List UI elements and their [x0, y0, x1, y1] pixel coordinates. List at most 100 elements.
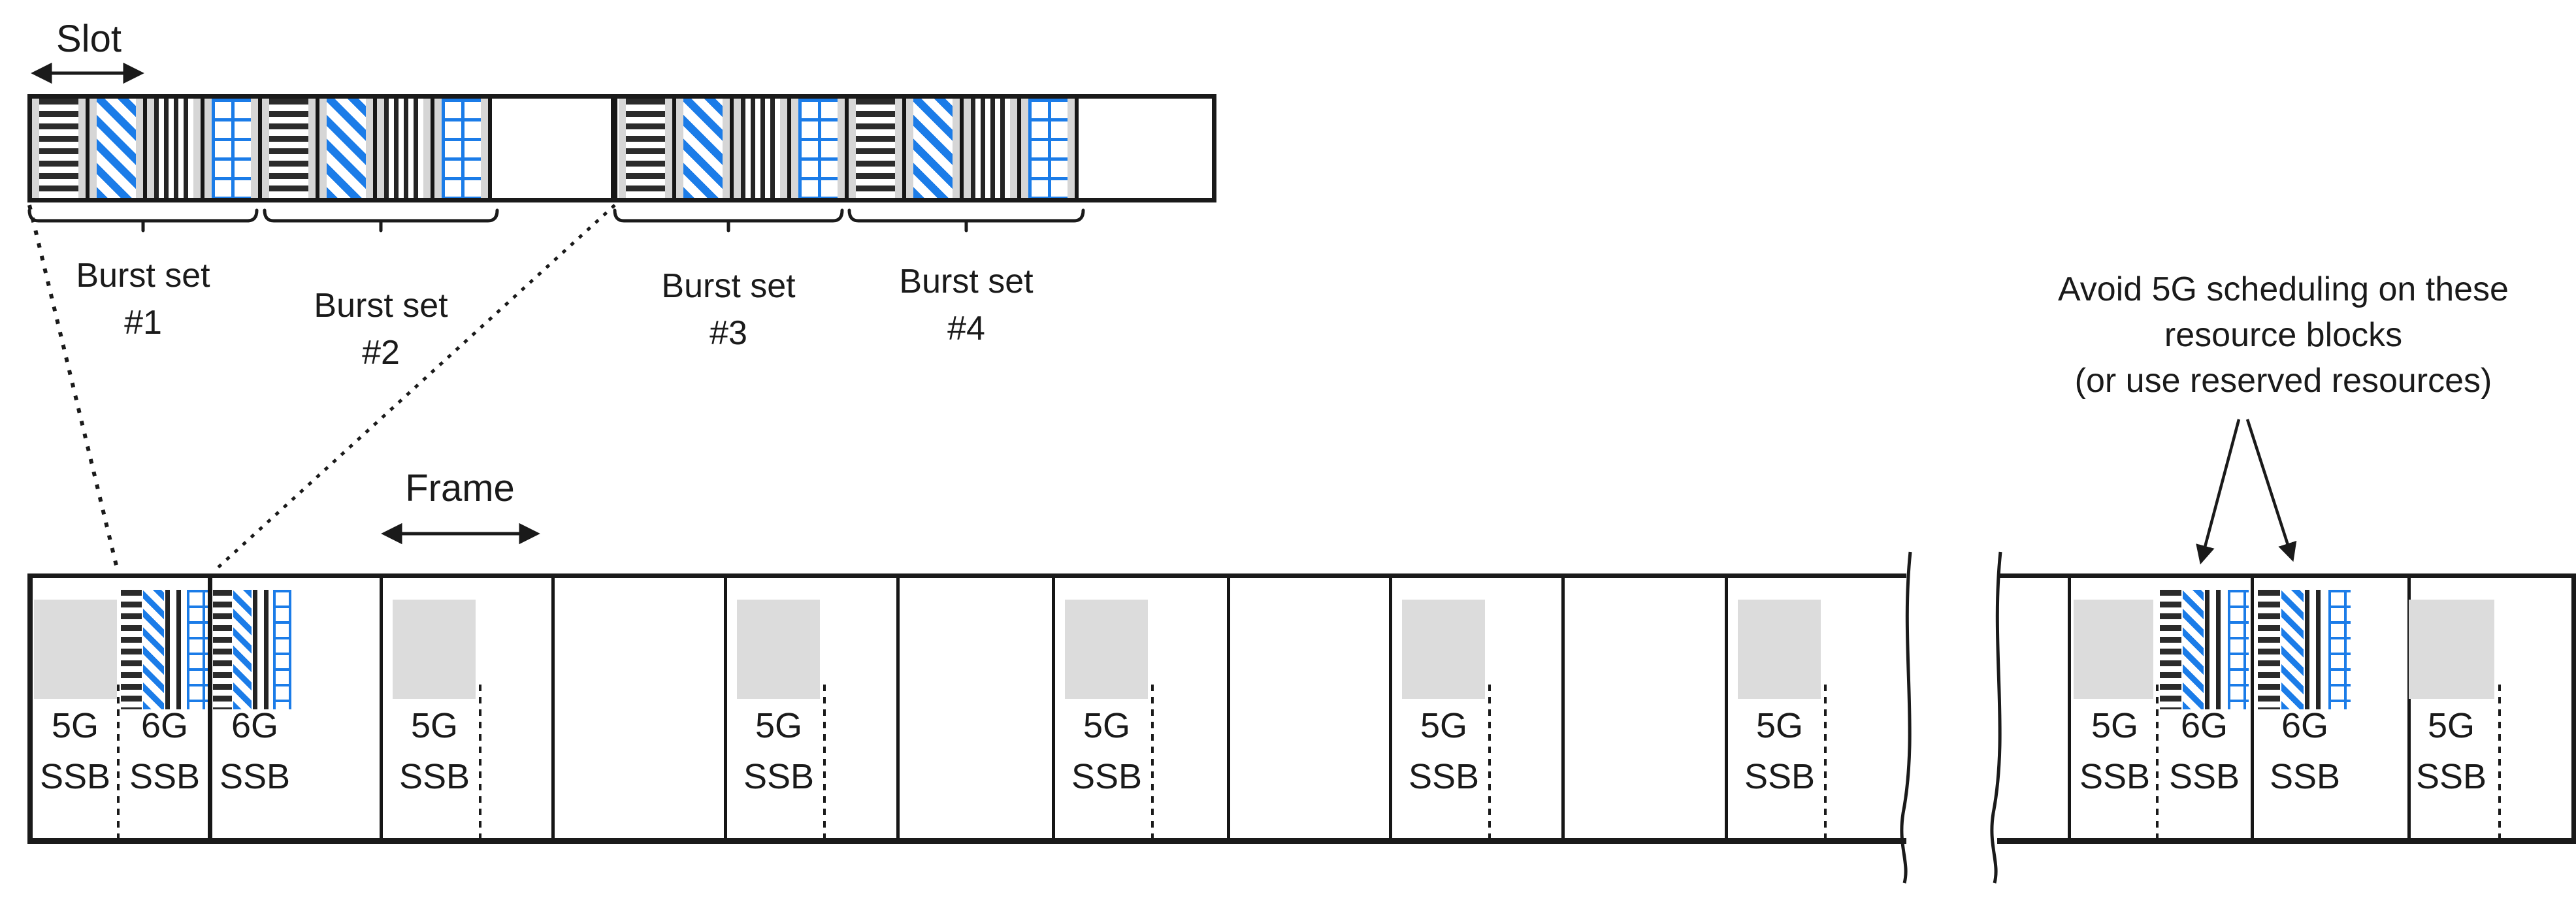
ssb-6g-pattern-block — [2258, 590, 2351, 709]
slot-separator — [960, 99, 964, 198]
ssb-5g-block — [393, 600, 476, 699]
burst-set-label-line1: Burst set — [899, 263, 1034, 300]
ssb-5g-block — [1402, 600, 1485, 699]
burst-set-label-line2: #4 — [947, 310, 985, 347]
slot-pattern-horizontal-stripes — [39, 99, 78, 198]
slot-separator — [488, 99, 492, 198]
burst-set-label-line1: Burst set — [76, 257, 210, 295]
ssb-6g-pattern-block — [121, 590, 208, 709]
burst-slot — [791, 99, 845, 198]
slot-separator — [431, 99, 434, 198]
6g-pattern-band-horizontal-stripes — [2160, 590, 2181, 709]
half-frame-dashed-line — [2156, 685, 2159, 838]
burst-slot — [319, 99, 373, 198]
6g-pattern-band-vertical-stripes — [2305, 590, 2327, 709]
burst-slot — [204, 99, 258, 198]
frame-divider — [551, 578, 555, 838]
half-frame-dashed-line — [1824, 685, 1827, 838]
ssb-label: 5G SSB — [1045, 700, 1169, 802]
slot-pattern-horizontal-stripes — [856, 99, 895, 198]
ssb-5g-block — [2074, 600, 2153, 699]
slot-pattern-blue-diagonal-stripes — [97, 99, 136, 198]
slot-pattern-blue-grid — [798, 99, 838, 198]
annotation-arrow-right — [2245, 419, 2297, 562]
6g-pattern-band-blue-diagonal-stripes — [233, 590, 252, 709]
slot-pattern-blue-grid — [442, 99, 481, 198]
bar-break-curve-left — [1900, 551, 1912, 884]
burst-set-label: Burst set#2 — [283, 282, 479, 376]
ssb-label-line1: 5G — [2091, 706, 2139, 745]
frame-timeline-bar-left — [27, 573, 1906, 844]
ssb-label-line2: SSB — [1071, 757, 1143, 796]
ssb-label-line2: SSB — [2415, 757, 2487, 796]
burst-slot — [849, 99, 902, 198]
frame-divider — [2407, 578, 2411, 838]
6g-pattern-band-blue-diagonal-stripes — [142, 590, 164, 709]
frame-divider — [1227, 578, 1230, 838]
burst-set-label-line2: #1 — [124, 304, 162, 342]
annotation-arrow-left — [2196, 419, 2241, 565]
6g-pattern-band-blue-grid — [187, 590, 208, 709]
frame-divider — [1389, 578, 1392, 838]
ssb-5g-block — [1065, 600, 1148, 699]
slot-separator — [787, 99, 791, 198]
ssb-label-line2: SSB — [1408, 757, 1480, 796]
annotation-line-2: resource blocks — [2164, 316, 2403, 354]
burst-set-brace — [263, 208, 499, 233]
burst-set-brace — [613, 208, 844, 233]
ssb-6g-pattern-block — [2160, 590, 2249, 709]
slot-pattern-blue-grid — [1028, 99, 1068, 198]
ssb-label-line2: SSB — [39, 757, 111, 796]
burst-slot — [147, 99, 201, 198]
burst-set-label-line2: #3 — [709, 314, 747, 352]
ssb-label-line2: SSB — [2168, 757, 2240, 796]
slot-pattern-blue-diagonal-stripes — [683, 99, 723, 198]
ssb-label-line1: 5G — [755, 706, 803, 745]
burst-set-bar — [27, 94, 1216, 202]
ssb-label-line2: SSB — [399, 757, 470, 796]
slot-separator — [258, 99, 262, 198]
ssb-label-line1: 5G — [1755, 706, 1804, 745]
slot-pattern-vertical-stripes — [971, 99, 1010, 198]
slot-separator — [672, 99, 676, 198]
ssb-label-line1: 5G — [1083, 706, 1131, 745]
6g-pattern-band-blue-diagonal-stripes — [2281, 590, 2304, 709]
ssb-label-line1: 6G — [2281, 706, 2329, 745]
ssb-6g-pattern-block — [213, 590, 291, 709]
slot-separator — [845, 99, 849, 198]
burst-slot — [1021, 99, 1075, 198]
slot-label: Slot — [56, 18, 122, 60]
slot-separator — [143, 99, 147, 198]
frame-label: Frame — [405, 467, 515, 509]
ssb-label-line2: SSB — [219, 757, 291, 796]
burst-set-bar-inner — [32, 99, 1212, 198]
burst-set-braces — [27, 208, 1085, 233]
6g-pattern-band-horizontal-stripes — [2258, 590, 2280, 709]
burst-slot — [906, 99, 960, 198]
6g-pattern-band-blue-grid — [2227, 590, 2249, 709]
slot-pattern-vertical-stripes — [741, 99, 780, 198]
burst-slot — [964, 99, 1017, 198]
burst-set-label-line2: #2 — [362, 334, 400, 372]
burst-set-brace — [27, 208, 259, 233]
slot-pattern-vertical-stripes — [154, 99, 193, 198]
burst-set-label: Burst set #1 — [45, 252, 241, 346]
6g-pattern-band-horizontal-stripes — [213, 590, 232, 709]
annotation-line-1: Avoid 5G scheduling on these — [2058, 270, 2509, 308]
slot-separator — [1017, 99, 1021, 198]
ssb-label-line2: SSB — [2079, 757, 2151, 796]
frame-divider — [208, 578, 212, 838]
frame-divider — [2251, 578, 2254, 838]
burst-slot — [676, 99, 730, 198]
burst-slot — [262, 99, 316, 198]
burst-slot — [734, 99, 787, 198]
bar-break-curve-right — [1990, 551, 2002, 884]
ssb-5g-block — [2409, 600, 2494, 699]
